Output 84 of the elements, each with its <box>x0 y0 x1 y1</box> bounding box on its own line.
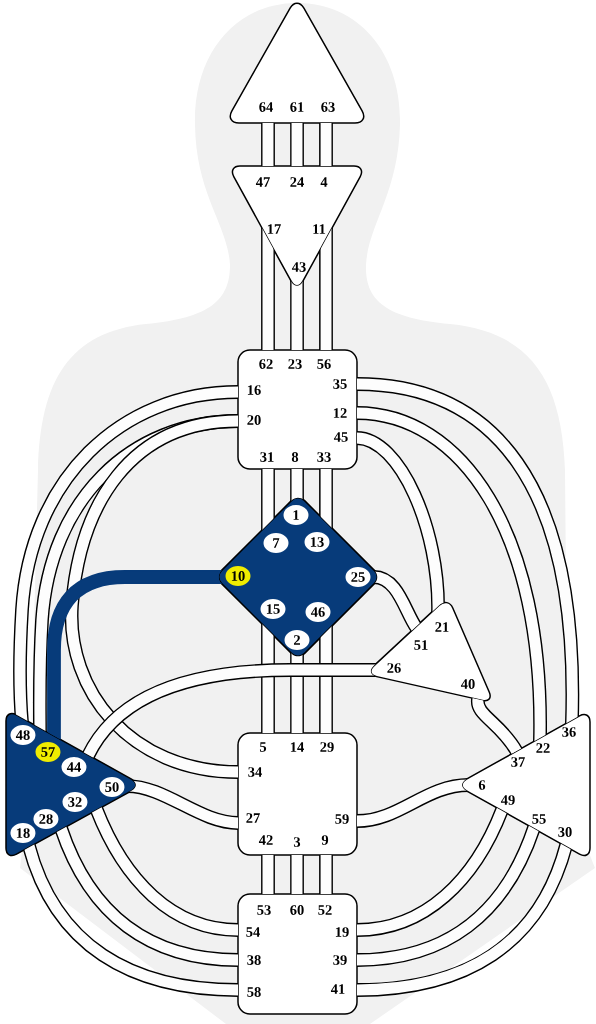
channel-line <box>290 278 304 351</box>
gate-number: 21 <box>435 622 449 632</box>
gate-number: 60 <box>290 905 304 915</box>
channel-line <box>356 377 579 725</box>
channel-line <box>261 122 275 167</box>
gate-number: 9 <box>321 835 329 845</box>
gate-number: 42 <box>258 835 273 845</box>
gate-number: 40 <box>460 679 475 689</box>
channel-line <box>261 226 275 351</box>
gate-number: 35 <box>333 379 347 389</box>
channel-line <box>356 806 509 937</box>
channel-line <box>47 570 223 741</box>
center-square <box>237 732 358 856</box>
channel-line <box>356 778 470 828</box>
gate-number: 53 <box>257 905 271 915</box>
gate-number: 12 <box>333 408 347 418</box>
gate-number: 20 <box>247 415 261 425</box>
gate-number: 19 <box>335 927 349 937</box>
center-triangle <box>370 601 491 702</box>
gate-number: 38 <box>247 955 261 965</box>
channel-line <box>22 843 239 997</box>
gate-number: 33 <box>317 452 331 462</box>
gate-number: 23 <box>288 359 302 369</box>
channel-line <box>372 570 423 632</box>
gate-number: 31 <box>260 452 274 462</box>
gate-number: 36 <box>562 727 576 737</box>
center-triangle <box>231 165 363 287</box>
gate-number: 41 <box>330 984 345 994</box>
gate-number: 34 <box>248 767 262 777</box>
gate-number: 61 <box>290 102 304 112</box>
gate-number: 64 <box>259 102 273 112</box>
channel-line <box>290 122 304 167</box>
center-square <box>237 349 358 470</box>
gate-number: 51 <box>414 640 428 650</box>
gate-number: 47 <box>255 177 270 187</box>
center-triangle <box>229 2 365 124</box>
channel-line <box>471 698 523 755</box>
gate-number: 24 <box>290 177 304 187</box>
gate-number: 26 <box>387 663 401 673</box>
channel-line <box>65 414 239 779</box>
gate-number: 4 <box>320 177 328 187</box>
center-triangle <box>461 713 591 857</box>
gate-number: 56 <box>317 359 331 369</box>
gate-number: 55 <box>532 814 546 824</box>
gate-number: 6 <box>478 780 486 790</box>
gate-number: 52 <box>318 905 332 915</box>
gate-number: 22 <box>536 743 550 753</box>
channel-line <box>356 842 573 997</box>
channel-line <box>126 779 239 830</box>
gate-number: 14 <box>290 742 304 752</box>
gate-number: 27 <box>246 813 260 823</box>
gate-number: 39 <box>333 955 347 965</box>
channel-line <box>319 624 333 734</box>
channel-line <box>356 406 547 743</box>
channel-line <box>319 468 333 530</box>
channel-line <box>89 806 239 937</box>
gate-number: 30 <box>558 827 572 837</box>
gate-number: 45 <box>333 432 348 442</box>
gate-number: 37 <box>511 757 525 767</box>
channel-line <box>54 825 239 967</box>
gate-number: 54 <box>246 927 260 937</box>
channel-line <box>319 854 333 895</box>
gate-number: 5 <box>259 742 267 752</box>
gate-number: 16 <box>247 385 261 395</box>
channel-line <box>261 854 275 895</box>
gate-number: 62 <box>259 359 273 369</box>
channel-line <box>356 824 541 967</box>
gate-number: 3 <box>293 837 301 847</box>
gate-number: 8 <box>291 452 299 462</box>
channel-line <box>290 854 304 895</box>
gate-number: 49 <box>500 795 515 805</box>
gate-number: 43 <box>291 262 306 272</box>
channel-line <box>319 226 333 351</box>
center-square <box>237 893 358 1015</box>
channel-line <box>13 385 239 724</box>
gate-number: 59 <box>335 814 349 824</box>
gate-number: 29 <box>320 742 334 752</box>
channel-line <box>261 622 275 734</box>
gate-number: 17 <box>267 224 281 234</box>
channel-line <box>355 431 445 614</box>
gate-number: 58 <box>247 987 261 997</box>
channel-line <box>319 122 333 167</box>
gate-number: 11 <box>313 224 326 234</box>
gate-number: 63 <box>321 102 335 112</box>
